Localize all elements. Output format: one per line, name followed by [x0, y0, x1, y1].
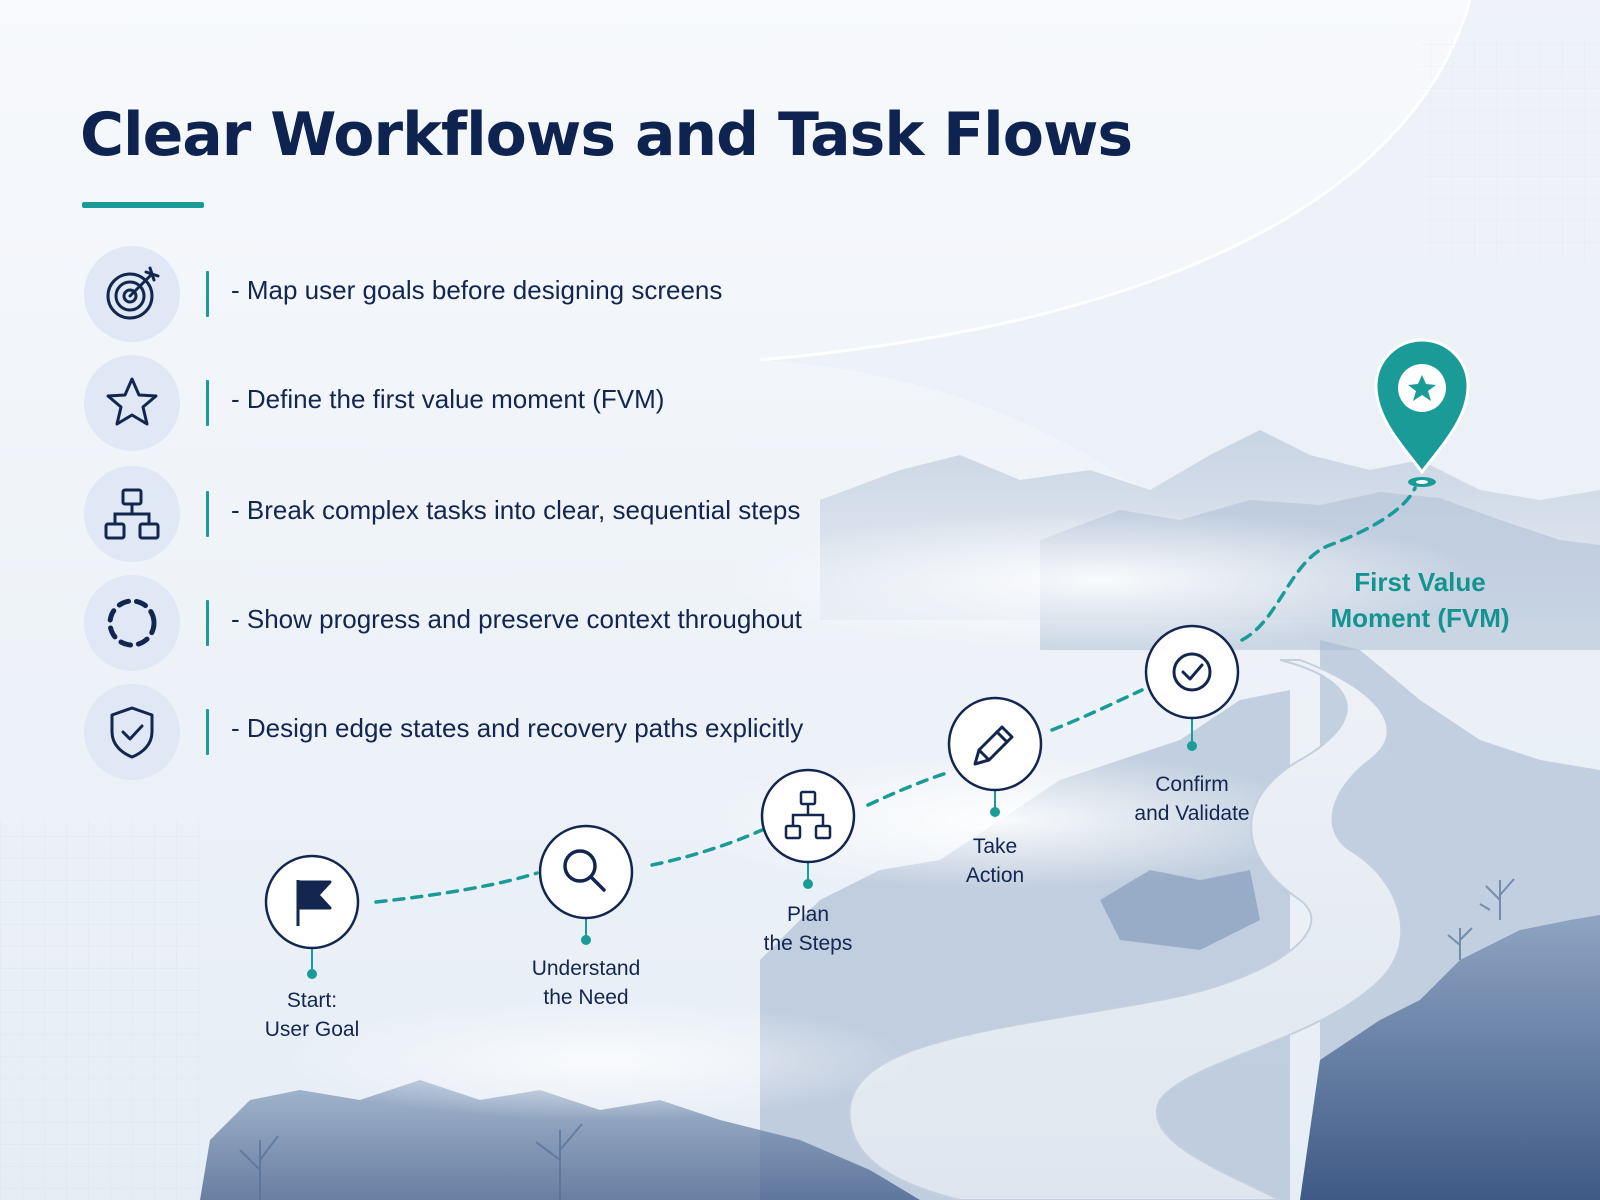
step-label-confirm: Confirm and Validate — [1102, 770, 1282, 828]
step-label-start: Start: User Goal — [222, 986, 402, 1044]
step-label-line: Action — [965, 864, 1025, 887]
bullet-text: - Break complex tasks into clear, sequen… — [231, 495, 801, 525]
flow-connector — [650, 828, 764, 867]
star-icon — [84, 355, 180, 451]
map-pin-star-icon — [1374, 338, 1470, 487]
step-label-action: Take Action — [905, 832, 1085, 890]
step-understand — [538, 824, 634, 945]
target-icon — [84, 246, 180, 342]
step-label-line: Plan — [786, 903, 830, 926]
hierarchy-icon — [84, 466, 180, 562]
step-start — [264, 854, 360, 979]
page-title: Clear Workflows and Task Flows — [80, 100, 1133, 170]
pencil-icon — [973, 725, 1014, 766]
step-label-understand: Understand the Need — [496, 954, 676, 1012]
flow-connector — [866, 770, 952, 807]
step-label-line: Understand — [531, 957, 641, 980]
bullet-divider — [206, 600, 209, 646]
bullet-text: - Define the first value moment (FVM) — [231, 384, 665, 414]
bullet-define-fvm: - Define the first value moment (FVM) — [84, 355, 904, 451]
bullet-text: - Design edge states and recovery paths … — [231, 713, 804, 743]
title-underline — [82, 202, 204, 208]
bullet-divider — [206, 709, 209, 755]
bullet-text: - Show progress and preserve context thr… — [231, 604, 802, 634]
step-label-line: the Steps — [763, 932, 853, 955]
step-confirm — [1144, 624, 1240, 751]
step-label-line: the Need — [543, 986, 629, 1009]
flow-connector — [374, 871, 539, 904]
dashed-circle-icon — [84, 575, 180, 671]
step-label-line: Start: — [286, 989, 338, 1012]
flag-icon — [296, 880, 332, 926]
bullet-divider — [206, 380, 209, 426]
bullet-divider — [206, 491, 209, 537]
step-label-plan: Plan the Steps — [718, 900, 898, 958]
bullet-show-progress: - Show progress and preserve context thr… — [84, 575, 904, 671]
magnifier-icon — [563, 849, 606, 892]
bullet-divider — [206, 271, 209, 317]
bullet-edge-states: - Design edge states and recovery paths … — [84, 684, 904, 780]
goal-label-line: First Value — [1354, 567, 1486, 597]
step-action — [947, 696, 1043, 817]
flow-connector — [1050, 688, 1144, 732]
bullet-text: - Map user goals before designing screen… — [231, 275, 723, 305]
shield-check-icon — [84, 684, 180, 780]
goal-label-line: Moment (FVM) — [1330, 603, 1510, 633]
step-plan — [760, 768, 856, 889]
bullet-map-goals: - Map user goals before designing screen… — [84, 246, 904, 342]
step-label-line: Confirm — [1155, 773, 1229, 796]
step-label-line: User Goal — [264, 1018, 360, 1041]
step-label-line: and Validate — [1134, 802, 1250, 825]
hierarchy-icon — [784, 790, 832, 840]
flow-connector — [1240, 486, 1417, 642]
goal-label: First Value Moment (FVM) — [1300, 564, 1540, 636]
step-label-line: Take — [972, 835, 1018, 858]
check-circle-icon — [1172, 652, 1212, 692]
bullet-break-tasks: - Break complex tasks into clear, sequen… — [84, 466, 904, 562]
